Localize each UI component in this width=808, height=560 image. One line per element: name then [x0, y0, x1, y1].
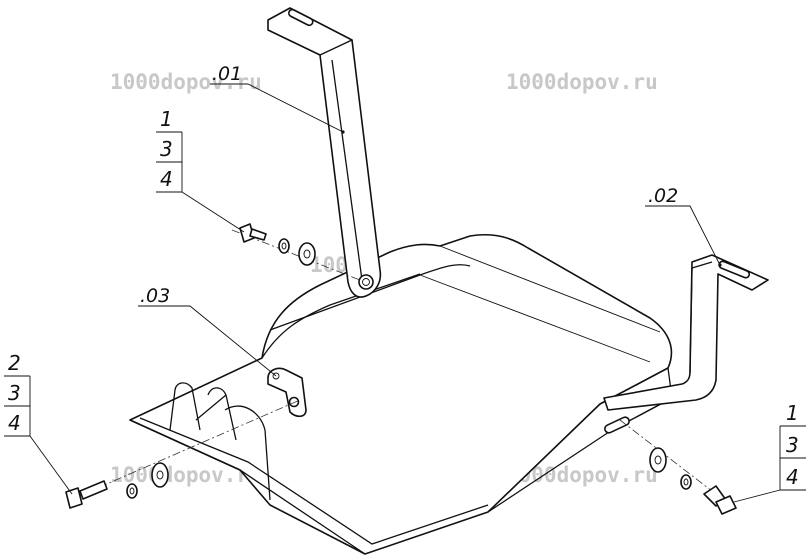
label-part-01: .01: [212, 63, 242, 85]
callout-upper-left-item: 1: [160, 107, 173, 131]
callout-lower-right-qty-a: 3: [786, 433, 799, 457]
callout-lower-right: 1 3 4: [733, 401, 806, 503]
leader-01: [210, 83, 344, 133]
callout-lower-left: 2 3 4: [4, 351, 73, 495]
callout-lower-right-qty-b: 4: [786, 465, 799, 489]
watermark-top-left: 1000dopov.ru: [110, 70, 262, 94]
leader-03: [138, 305, 277, 377]
fastener-set-upper-left: [231, 223, 361, 281]
callout-lower-right-item: 1: [786, 401, 799, 425]
leader-02: [645, 205, 721, 266]
watermark-top-right: 1000dopov.ru: [506, 70, 658, 94]
callout-upper-left-qty-a: 3: [160, 137, 173, 161]
skid-plate: [129, 233, 673, 555]
fastener-set-lower-left: [65, 399, 301, 509]
callout-lower-left-qty-b: 4: [8, 411, 21, 435]
label-part-02: .02: [648, 185, 678, 207]
tab-03: [267, 367, 307, 418]
fastener-set-lower-right: [619, 419, 737, 515]
label-part-03: .03: [140, 285, 170, 307]
callout-lower-left-qty-a: 3: [8, 381, 21, 405]
callout-upper-left: 1 3 4: [156, 107, 245, 233]
callout-lower-left-item: 2: [8, 351, 21, 375]
callout-upper-left-qty-b: 4: [160, 167, 173, 191]
